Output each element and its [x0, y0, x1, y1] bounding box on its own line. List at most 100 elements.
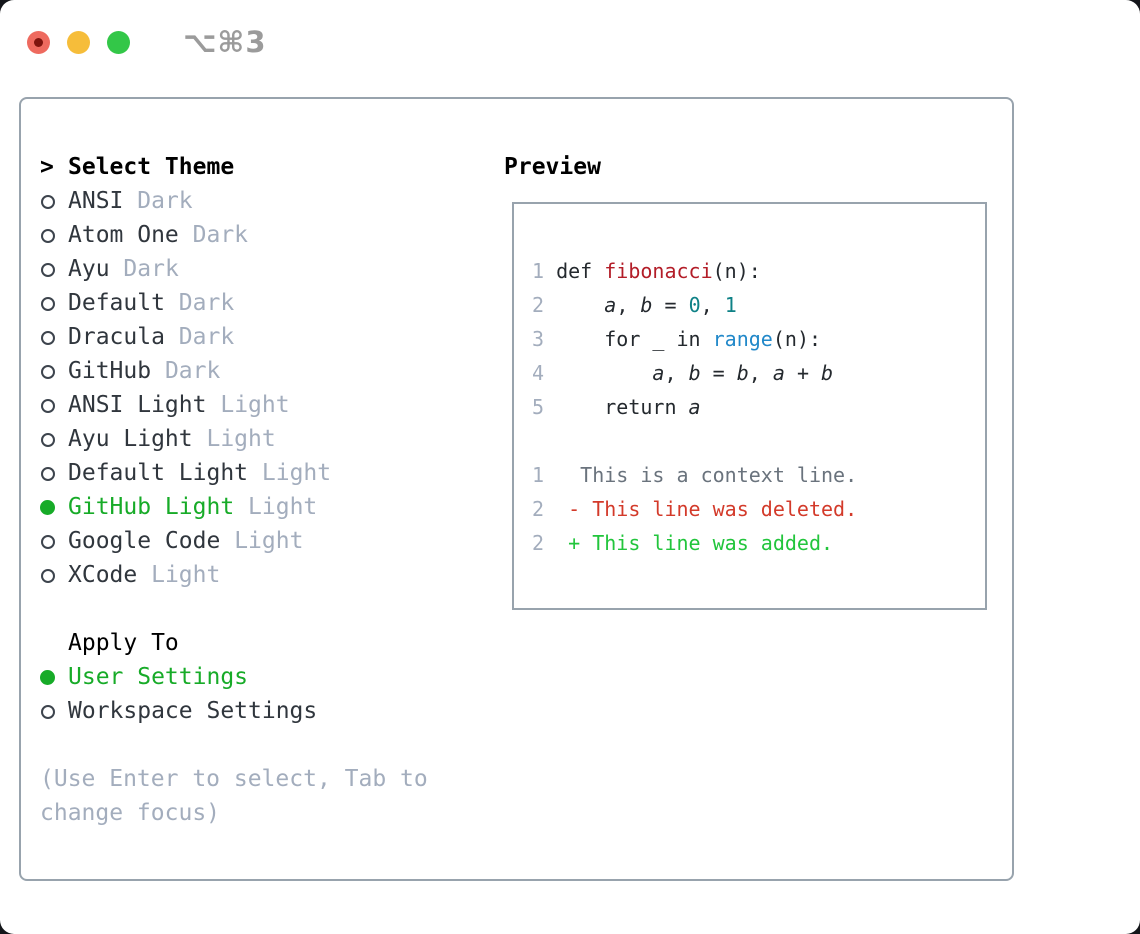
- theme-item[interactable]: GitHub Dark: [40, 354, 502, 388]
- radio-icon: [40, 354, 68, 388]
- theme-variant-label: Dark: [123, 256, 179, 282]
- theme-item[interactable]: Ayu Light Light: [40, 422, 502, 456]
- spacer: [40, 592, 502, 626]
- theme-item[interactable]: Default Dark: [40, 286, 502, 320]
- theme-item[interactable]: GitHub Light Light: [40, 490, 502, 524]
- theme-variant-label: Dark: [164, 358, 221, 384]
- code-segment-plain: =: [652, 293, 689, 317]
- theme-item-label: Ayu Light: [68, 426, 193, 452]
- preview-line: 2 a, b = 0, 1: [532, 288, 985, 322]
- preview-line: 2 + This line was added.: [532, 526, 985, 560]
- theme-item[interactable]: Default Light Light: [40, 456, 502, 490]
- code-segment-func: fibonacci: [604, 259, 713, 283]
- apply-option[interactable]: User Settings: [40, 660, 502, 694]
- code-segment-plain: ,: [616, 293, 641, 317]
- zoom-button[interactable]: [107, 30, 130, 54]
- code-segment-plain: +: [784, 361, 822, 385]
- theme-item[interactable]: ANSI Light Light: [40, 388, 502, 422]
- code-segment-lit: 0: [688, 293, 701, 317]
- radio-icon: [40, 184, 68, 218]
- theme-item[interactable]: ANSI Dark: [40, 184, 502, 218]
- theme-item-label: GitHub: [68, 358, 152, 384]
- code-segment-plain: (n):: [772, 327, 822, 351]
- theme-variant-label: Dark: [178, 324, 235, 350]
- code-segment-num: 4: [532, 361, 557, 385]
- theme-item-label: ANSI: [68, 188, 124, 214]
- code-segment-num: 1: [532, 463, 557, 487]
- code-segment-plain: ,: [700, 293, 725, 317]
- theme-variant-label: Light: [234, 528, 304, 554]
- theme-variant-label: Dark: [137, 188, 193, 214]
- radio-selected-icon: [40, 660, 68, 694]
- code-segment-builtin: range: [712, 327, 773, 351]
- preview-line: 5 return a: [532, 390, 985, 424]
- theme-item-label: XCode: [68, 562, 138, 588]
- theme-item-label: Ayu: [68, 256, 110, 282]
- prompt-icon: >: [40, 154, 54, 180]
- code-segment-plain: return: [556, 395, 689, 419]
- theme-variant-label: Light: [220, 392, 290, 418]
- preview-blank-line: [532, 220, 985, 254]
- theme-variant-label: Dark: [178, 290, 235, 316]
- theme-variant-label: Light: [261, 460, 332, 486]
- picker-title: Select Theme: [68, 154, 235, 180]
- preview-line: 3 for _ in range(n):: [532, 322, 985, 356]
- theme-item[interactable]: Dracula Dark: [40, 320, 502, 354]
- radio-selected-icon: [40, 490, 68, 524]
- theme-item-label: Default Light: [68, 460, 249, 486]
- minimize-button[interactable]: [67, 30, 90, 54]
- radio-icon: [40, 252, 68, 286]
- theme-variant-label: Light: [206, 426, 276, 452]
- code-segment-ctx: This is a context line.: [556, 463, 858, 487]
- code-segment-var: a: [688, 395, 701, 419]
- code-segment-plain: =: [700, 361, 737, 385]
- preview-blank-line: [532, 424, 985, 458]
- code-segment-lit: 1: [724, 293, 737, 317]
- code-segment-del: - This line was deleted.: [568, 497, 858, 521]
- theme-item-label: ANSI Light: [68, 392, 207, 418]
- code-segment-plain: [556, 531, 568, 555]
- code-segment-plain: ,: [748, 361, 773, 385]
- radio-icon: [40, 388, 68, 422]
- preview-line: 2 - This line was deleted.: [532, 492, 985, 526]
- theme-variant-label: Light: [151, 562, 221, 588]
- code-segment-plain: for _ in: [556, 327, 713, 351]
- code-segment-num: 2: [532, 293, 557, 317]
- theme-item[interactable]: Atom One Dark: [40, 218, 502, 252]
- code-segment-plain: [556, 497, 568, 521]
- radio-icon: [40, 456, 68, 490]
- theme-item-label: Dracula: [68, 324, 165, 350]
- close-button[interactable]: [27, 30, 50, 54]
- preview-line: 4 a, b = b, a + b: [532, 356, 985, 390]
- theme-item-label: Google Code: [68, 528, 221, 554]
- code-segment-var: b: [821, 361, 834, 385]
- apply-option-label: Workspace Settings: [68, 698, 318, 724]
- radio-icon: [40, 524, 68, 558]
- indent: [40, 626, 68, 660]
- theme-item[interactable]: Ayu Dark: [40, 252, 502, 286]
- theme-item-label: Atom One: [68, 222, 179, 248]
- apply-option[interactable]: Workspace Settings: [40, 694, 502, 728]
- radio-icon: [40, 320, 68, 354]
- theme-item[interactable]: XCode Light: [40, 558, 502, 592]
- apply-option-label: User Settings: [68, 664, 249, 690]
- code-segment-plain: (n):: [712, 259, 761, 283]
- theme-variant-label: Light: [248, 494, 318, 520]
- apply-to-title-row: Apply To: [40, 626, 502, 660]
- radio-icon: [40, 558, 68, 592]
- code-segment-plain: [556, 293, 604, 317]
- code-segment-var: a: [652, 361, 665, 385]
- code-segment-num: 2: [532, 531, 557, 555]
- hint-text: (Use Enter to select, Tab to change focu…: [40, 766, 428, 826]
- hotkey-label: ⌥⌘3: [183, 25, 267, 59]
- titlebar: ⌥⌘3: [27, 25, 267, 59]
- code-segment-num: 3: [532, 327, 557, 351]
- theme-item[interactable]: Google Code Light: [40, 524, 502, 558]
- radio-icon: [40, 422, 68, 456]
